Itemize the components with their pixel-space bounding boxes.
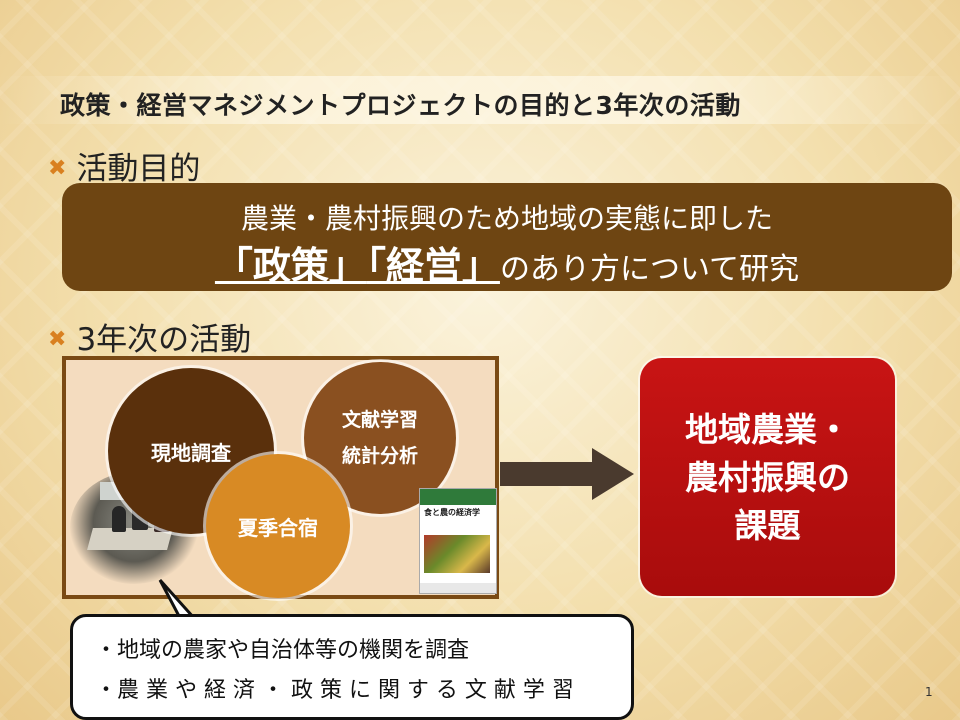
page-number: 1 xyxy=(925,685,933,699)
purpose-heading: 活動目的 xyxy=(76,151,201,187)
book-image xyxy=(424,535,490,573)
book-footer xyxy=(420,583,496,593)
emphasis-policy: 「政策」 xyxy=(214,244,367,288)
issue-line2: 農村振興の xyxy=(685,458,850,497)
purpose-line-2-rest: のあり方について研究 xyxy=(499,252,800,287)
callout-item-2: ・農 業 や 経 済 ・ 政 策 に 関 す る 文 献 学 習 xyxy=(95,678,574,703)
issue-line3: 課題 xyxy=(734,506,801,545)
book-band xyxy=(420,489,496,505)
circle-summer-camp: 夏季合宿 xyxy=(206,454,350,598)
activities-heading-row: ✖ 3年次の活動 xyxy=(48,314,251,359)
title-band xyxy=(0,76,960,124)
emphasis-management: 「経営」 xyxy=(366,244,500,288)
book-cover: 食と農の経済学 xyxy=(419,488,497,594)
callout-box: ・地域の農家や自治体等の機関を調査 ・農 業 や 経 済 ・ 政 策 に 関 す… xyxy=(70,614,634,720)
right-arrow-icon xyxy=(500,448,634,500)
circle-field-survey-label: 現地調査 xyxy=(151,440,231,465)
circle-literature-line1: 文献学習 xyxy=(341,409,418,431)
x-bullet-icon: ✖ xyxy=(48,156,67,181)
circle-literature-line2: 統計分析 xyxy=(341,445,418,467)
book-title: 食と農の経済学 xyxy=(424,508,480,517)
purpose-line-1: 農業・農村振興のため地域の実態に即した xyxy=(240,202,773,235)
purpose-heading-row: ✖ 活動目的 xyxy=(48,143,200,188)
activities-frame: 現地調査 文献学習 統計分析 夏季合宿 食と農の経済学 xyxy=(62,356,499,599)
photo-person xyxy=(112,506,126,532)
issue-line1: 地域農業・ xyxy=(685,410,850,449)
callout-item-1: ・地域の農家や自治体等の機関を調査 xyxy=(95,638,470,663)
purpose-line-2: 「政策」「経営」のあり方について研究 xyxy=(62,235,952,290)
purpose-box-text xyxy=(62,183,960,291)
activities-heading: 3年次の活動 xyxy=(76,322,252,358)
issue-box: 地域農業・ 農村振興の 課題 xyxy=(640,358,895,596)
slide-title: 政策・経営マネジメントプロジェクトの目的と3年次の活動 xyxy=(60,91,741,120)
circle-summer-camp-label: 夏季合宿 xyxy=(238,515,318,540)
x-bullet-icon: ✖ xyxy=(48,327,67,352)
purpose-box: 農業・農村振興のため地域の実態に即した「政策」「経営」のあり方について研究 xyxy=(62,183,952,291)
